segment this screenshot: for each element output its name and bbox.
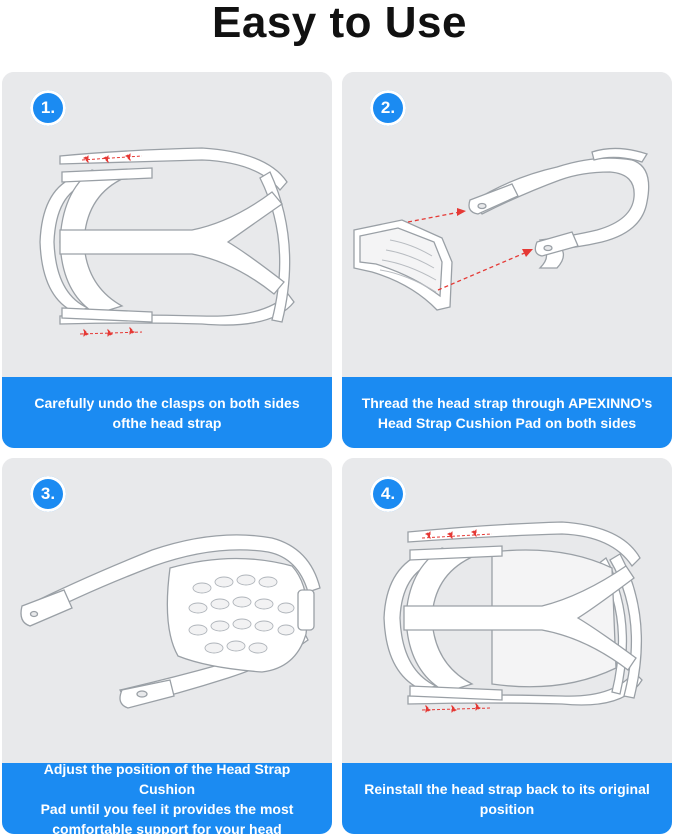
- step-3-caption-line3: comfortable support for your head: [52, 820, 282, 835]
- step-4-caption: Reinstall the head strap back to its ori…: [342, 763, 672, 834]
- step-2-panel: 2. Thread the head strap through APEXINN…: [342, 72, 672, 448]
- step-3-illustration: 3.: [2, 458, 332, 763]
- step-4-caption-line2: position: [479, 800, 535, 817]
- adjust-cushion-illustration: [20, 534, 321, 709]
- step-3-panel: 3. Adjust the position of the Head Strap…: [2, 458, 332, 834]
- step-2-caption: Thread the head strap through APEXINNO's…: [342, 377, 672, 448]
- step-4-caption-line1: Reinstall the head strap back to its ori…: [364, 780, 650, 797]
- reinstalled-headstrap-illustration: [383, 521, 643, 713]
- headstrap-unclipped-illustration: [39, 147, 295, 337]
- step-3-caption-line2: Pad until you feel it provides the most: [40, 800, 294, 817]
- step-2-badge: 2.: [370, 90, 406, 126]
- step-1-badge: 1.: [30, 90, 66, 126]
- step-1-caption: Carefully undo the clasps on both sides …: [2, 377, 332, 448]
- step-1-panel: 1. Carefully undo the clasps on both sid…: [2, 72, 332, 448]
- step-2-caption-line1: Thread the head strap through APEXINNO's: [361, 394, 653, 411]
- step-3-caption-line1: Adjust the position of the Head Strap Cu…: [43, 760, 291, 797]
- page-title: Easy to Use: [212, 0, 467, 47]
- step-2-illustration: 2.: [342, 72, 672, 377]
- step-3-caption: Adjust the position of the Head Strap Cu…: [2, 761, 332, 835]
- step-2-caption-line2: Head Strap Cushion Pad on both sides: [377, 414, 637, 431]
- step-1-illustration: 1.: [2, 72, 332, 377]
- step-1-caption-line2: ofthe head strap: [112, 414, 222, 431]
- step-3-badge: 3.: [30, 476, 66, 512]
- step-1-caption-line1: Carefully undo the clasps on both sides: [34, 394, 300, 411]
- threading-strap-illustration: [353, 147, 650, 311]
- step-4-panel: 4. Reinstall the head strap back to its …: [342, 458, 672, 834]
- step-4-badge: 4.: [370, 476, 406, 512]
- step-4-illustration: 4.: [342, 458, 672, 763]
